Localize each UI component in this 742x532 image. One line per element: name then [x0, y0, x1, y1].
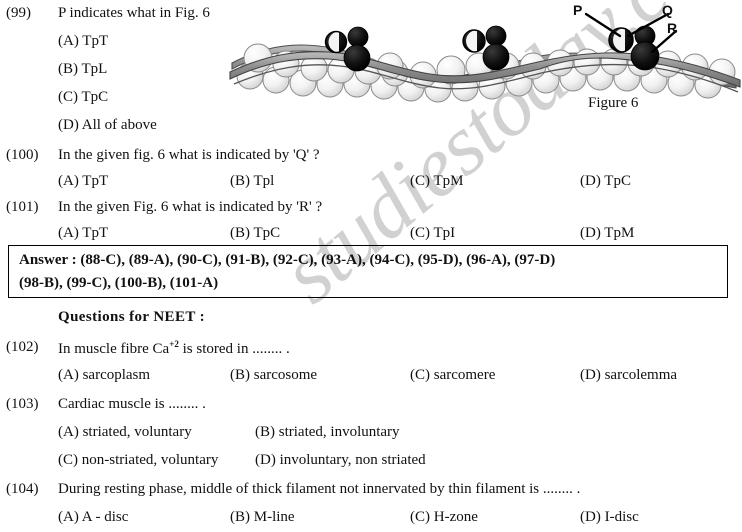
question-103-option-a[interactable]: (A) striated, voluntary: [58, 424, 192, 440]
option-label: (C) TpC: [58, 89, 109, 105]
figure-label-q: Q: [662, 2, 673, 18]
question-100-option-c[interactable]: (C) TpM: [410, 173, 464, 189]
question-text: P indicates what in Fig. 6: [58, 5, 210, 21]
question-100-option-d[interactable]: (D) TpC: [580, 173, 631, 189]
charge-superscript: +2: [169, 339, 179, 349]
question-text-part-1: In muscle fibre Ca: [58, 341, 170, 357]
question-104-option-b[interactable]: (B) M-line: [230, 509, 295, 525]
question-number: (104): [6, 481, 39, 497]
question-101-option-a[interactable]: (A) TpT: [58, 225, 109, 241]
figure-6-illustration: [228, 0, 742, 122]
question-101-option-c[interactable]: (C) TpI: [410, 225, 456, 241]
question-104-option-c[interactable]: (C) H-zone: [410, 509, 478, 525]
answer-key-line-1: Answer : (88-C), (89-A), (90-C), (91-B),…: [19, 252, 556, 268]
question-103-option-c[interactable]: (C) non-striated, voluntary: [58, 452, 219, 468]
question-102-option-a[interactable]: (A) sarcoplasm: [58, 367, 151, 383]
question-102-option-d[interactable]: (D) sarcolemma: [580, 367, 678, 383]
option-label: (A) TpT: [58, 33, 109, 49]
question-104-option-a[interactable]: (A) A - disc: [58, 509, 129, 525]
option-label: (B) TpL: [58, 61, 108, 77]
question-101-option-b[interactable]: (B) TpC: [230, 225, 281, 241]
question-100-option-a[interactable]: (A) TpT: [58, 173, 109, 189]
question-text: During resting phase, middle of thick fi…: [58, 481, 581, 497]
question-number: (102): [6, 339, 39, 355]
question-100-option-b[interactable]: (B) Tpl: [230, 173, 275, 189]
option-label: (D) All of above: [58, 117, 157, 133]
answer-key-line-2: (98-B), (99-C), (100-B), (101-A): [19, 275, 219, 291]
question-text: Cardiac muscle is ........ .: [58, 396, 206, 412]
question-102-option-c[interactable]: (C) sarcomere: [410, 367, 496, 383]
question-101-option-d[interactable]: (D) TpM: [580, 225, 635, 241]
figure-label-r: R: [667, 20, 678, 36]
answer-key-box: Answer : (88-C), (89-A), (90-C), (91-B),…: [8, 245, 728, 298]
question-102-option-b[interactable]: (B) sarcosome: [230, 367, 318, 383]
question-text: In the given fig. 6 what is indicated by…: [58, 147, 320, 163]
question-number: (99): [6, 5, 31, 21]
question-text-part-2: is stored in ........ .: [178, 341, 290, 357]
question-103-option-d[interactable]: (D) involuntary, non striated: [255, 452, 426, 468]
question-number: (100): [6, 147, 39, 163]
question-number: (103): [6, 396, 39, 412]
question-103-option-b[interactable]: (B) striated, involuntary: [255, 424, 400, 440]
question-text: In muscle fibre Ca+2 is stored in ......…: [58, 339, 290, 358]
figure-caption: Figure 6: [588, 95, 639, 111]
figure-label-p: P: [573, 2, 583, 18]
neet-section-heading: Questions for NEET :: [58, 309, 206, 325]
question-number: (101): [6, 199, 39, 215]
question-104-option-d[interactable]: (D) I-disc: [580, 509, 639, 525]
question-text: In the given Fig. 6 what is indicated by…: [58, 199, 323, 215]
